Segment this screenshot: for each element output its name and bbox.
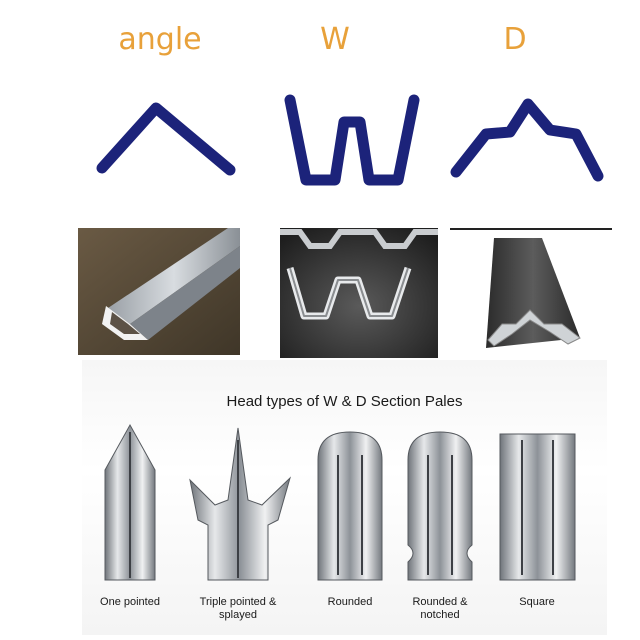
d-steel-photo xyxy=(450,228,612,355)
head-label-one-pointed: One pointed xyxy=(100,596,160,608)
square-head-icon xyxy=(499,433,576,581)
w-steel-photo xyxy=(280,228,438,358)
angle-profile-icon xyxy=(90,90,240,180)
w-profile-icon xyxy=(280,92,425,192)
triple-pointed-splayed-head-icon xyxy=(189,427,291,581)
head-label-rounded: Rounded xyxy=(327,596,373,608)
head-label-triple-pointed: Triple pointed & splayed xyxy=(199,596,277,621)
head-types-title: Head types of W & D Section Pales xyxy=(226,393,463,410)
rounded-head-icon xyxy=(317,431,383,581)
d-label: D xyxy=(503,22,527,57)
angle-steel-photo xyxy=(78,228,240,355)
head-label-square: Square xyxy=(519,596,555,608)
rounded-notched-head-icon xyxy=(407,431,473,581)
angle-label: angle xyxy=(118,22,202,57)
w-label: W xyxy=(320,22,350,57)
d-profile-icon xyxy=(448,92,608,187)
one-pointed-head-icon xyxy=(104,423,156,581)
head-label-rounded-notched: Rounded & notched xyxy=(412,596,468,621)
